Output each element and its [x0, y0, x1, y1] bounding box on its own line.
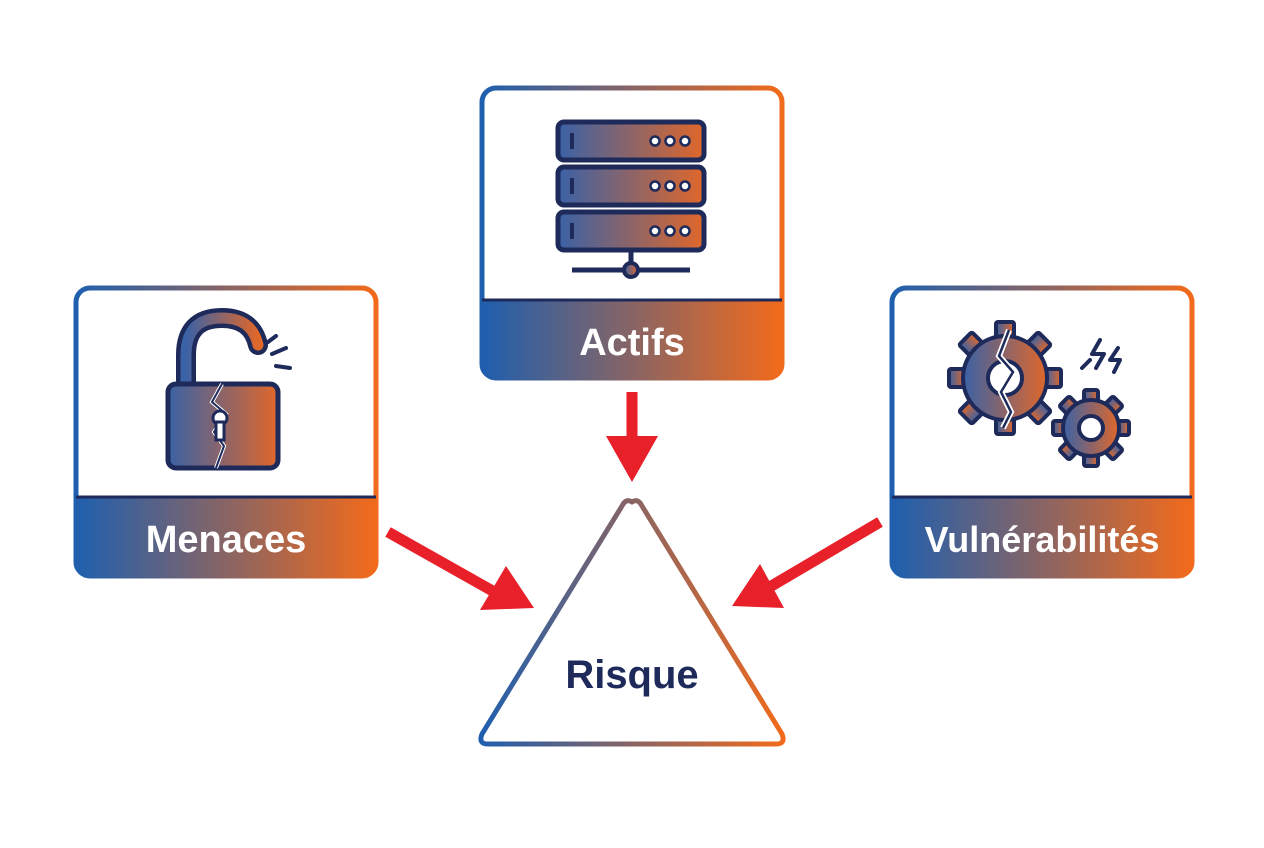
- card-vulnerabilites-label: Vulnérabilités: [925, 519, 1160, 560]
- card-vulnerabilites: Vulnérabilités: [889, 285, 1195, 579]
- broken-gears-icon: [947, 320, 1131, 468]
- broken-padlock-icon: [165, 307, 292, 471]
- card-actifs-label: Actifs: [579, 322, 685, 364]
- card-menaces-label: Menaces: [146, 519, 307, 561]
- arrow-vulnerabilites-to-risque: [732, 517, 883, 608]
- risque-label: Risque: [565, 653, 698, 697]
- server-rack-icon: [555, 119, 707, 279]
- card-menaces: Menaces: [73, 285, 379, 579]
- arrow-menaces-to-risque: [385, 527, 534, 610]
- arrow-actifs-to-risque: [606, 392, 658, 482]
- card-actifs: Actifs: [479, 85, 785, 381]
- risque-triangle: Risque: [478, 498, 786, 747]
